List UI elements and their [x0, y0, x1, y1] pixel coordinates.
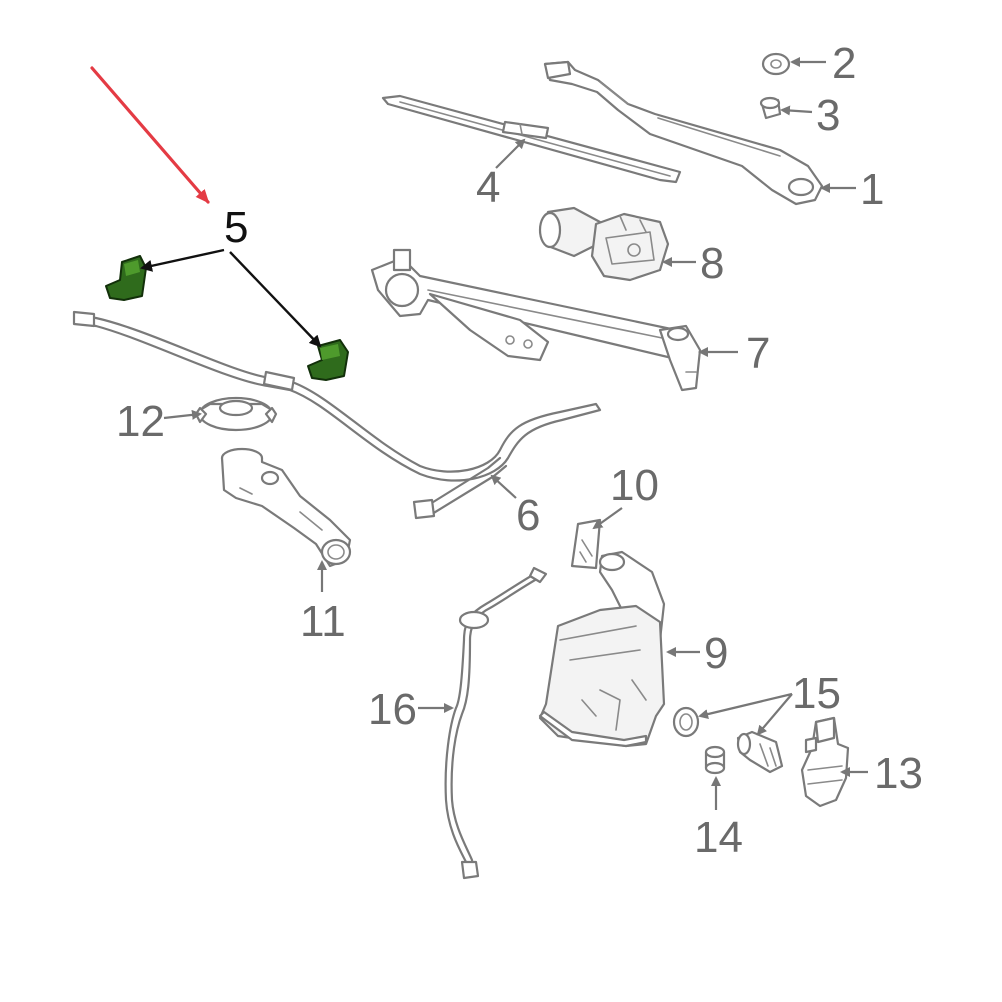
callout-15: 15: [792, 669, 841, 718]
callout-1: 1: [860, 165, 884, 214]
callout-7: 7: [746, 329, 770, 378]
callout-8: 8: [700, 239, 724, 288]
nut: [761, 52, 791, 76]
callout-3: 3: [816, 91, 840, 140]
washer-nozzle-left: [105, 255, 147, 301]
callout-12: 12: [116, 397, 165, 446]
filler-neck: [220, 447, 352, 568]
callout-9: 9: [704, 629, 728, 678]
wiper-arm: [543, 60, 824, 206]
grommet-14: [704, 745, 726, 775]
callout-11: 11: [300, 597, 346, 646]
wiper-linkage: [370, 248, 702, 392]
leader-lines: [140, 57, 868, 810]
callout-6: 6: [516, 491, 540, 540]
callout-5: 5: [224, 203, 248, 252]
callout-13: 13: [874, 749, 923, 798]
washer-pump: [800, 716, 850, 808]
wiper-blade: [381, 94, 682, 184]
callout-10: 10: [610, 461, 659, 510]
callout-14: 14: [694, 813, 743, 862]
washer-nozzle-right: [307, 339, 349, 381]
callout-2: 2: [832, 39, 856, 88]
cap: [759, 96, 782, 120]
pump-connector-15: [736, 730, 784, 774]
grommet-15: [672, 706, 700, 738]
callout-4: 4: [476, 163, 500, 212]
red-indicator-arrow: [90, 66, 210, 204]
callout-16: 16: [368, 685, 417, 734]
washer-hose-16: [444, 566, 548, 880]
filler-cap: [194, 396, 278, 432]
washer-reservoir: [538, 550, 666, 748]
wiper-motor: [538, 206, 670, 282]
washer-hose: [72, 310, 602, 520]
